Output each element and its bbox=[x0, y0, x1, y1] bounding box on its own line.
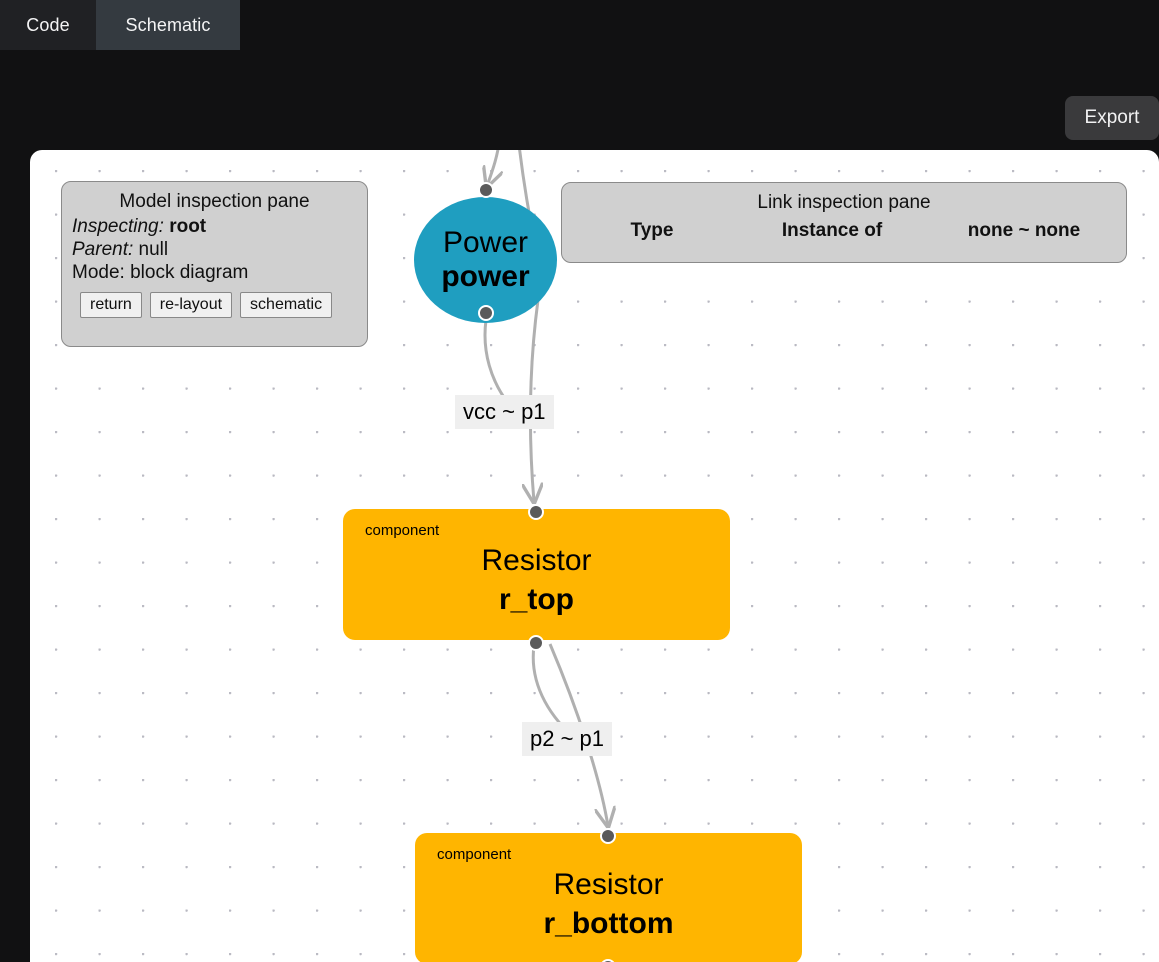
edge-label-p2-p1[interactable]: p2 ~ p1 bbox=[522, 722, 613, 756]
node-r-top-type: Resistor bbox=[481, 544, 592, 577]
link-pane-col-instance-of: Instance of bbox=[781, 219, 883, 241]
schematic-button[interactable]: schematic bbox=[240, 292, 333, 319]
node-power[interactable]: Power power bbox=[414, 197, 557, 323]
node-r-bottom-name: r_bottom bbox=[543, 907, 674, 940]
model-pane-parent-row: Parent: null bbox=[72, 238, 357, 261]
node-r-bottom-type: Resistor bbox=[553, 868, 664, 901]
port-power-top[interactable] bbox=[478, 182, 494, 198]
model-pane-inspecting-value: root bbox=[169, 215, 207, 237]
model-pane-title: Model inspection pane bbox=[119, 191, 310, 212]
model-inspection-pane[interactable]: Model inspection pane Inspecting: root P… bbox=[61, 181, 368, 347]
model-pane-inspecting-row: Inspecting: root bbox=[72, 215, 357, 238]
node-r-top-stereotype: component bbox=[365, 522, 440, 539]
tab-bar: Code Schematic bbox=[0, 0, 1159, 50]
link-pane-col-ends: none ~ none bbox=[967, 219, 1081, 241]
port-r-top-bottom[interactable] bbox=[528, 635, 544, 651]
port-r-bottom-top[interactable] bbox=[600, 828, 616, 844]
link-inspection-pane[interactable]: Link inspection pane Type Instance of no… bbox=[561, 182, 1127, 263]
model-pane-parent-value: null bbox=[138, 238, 169, 260]
node-power-type: Power bbox=[442, 225, 529, 259]
node-power-name: power bbox=[441, 260, 530, 293]
link-pane-title: Link inspection pane bbox=[757, 192, 931, 213]
port-r-top-top[interactable] bbox=[528, 504, 544, 520]
model-pane-inspecting-key: Inspecting: bbox=[72, 215, 164, 237]
tab-schematic[interactable]: Schematic bbox=[96, 0, 240, 50]
export-button-label: Export bbox=[1084, 107, 1140, 128]
model-pane-mode-row: Mode: block diagram bbox=[72, 261, 357, 284]
edge-label-vcc-p1[interactable]: vcc ~ p1 bbox=[455, 395, 554, 429]
model-pane-mode-key: Mode: bbox=[72, 262, 125, 284]
return-button[interactable]: return bbox=[80, 292, 142, 319]
node-r-bottom-stereotype: component bbox=[437, 846, 512, 863]
node-r-top-name: r_top bbox=[499, 583, 574, 616]
link-pane-columns: Type Instance of none ~ none bbox=[572, 220, 1116, 242]
port-power-bottom[interactable] bbox=[478, 305, 494, 321]
tab-schematic-label: Schematic bbox=[125, 14, 211, 35]
model-pane-mode-value: block diagram bbox=[130, 262, 249, 284]
re-layout-button[interactable]: re-layout bbox=[149, 292, 233, 319]
link-pane-col-type: Type bbox=[630, 219, 674, 241]
export-button[interactable]: Export bbox=[1065, 96, 1159, 140]
model-pane-buttons: return re-layout schematic bbox=[72, 292, 357, 319]
node-r-top[interactable]: component Resistor r_top bbox=[343, 509, 730, 640]
node-r-bottom[interactable]: component Resistor r_bottom bbox=[415, 833, 802, 962]
schematic-canvas[interactable]: Power power component Resistor r_top com… bbox=[30, 150, 1159, 962]
tab-code[interactable]: Code bbox=[0, 0, 96, 50]
model-pane-parent-key: Parent: bbox=[72, 238, 134, 260]
tab-code-label: Code bbox=[26, 14, 70, 35]
